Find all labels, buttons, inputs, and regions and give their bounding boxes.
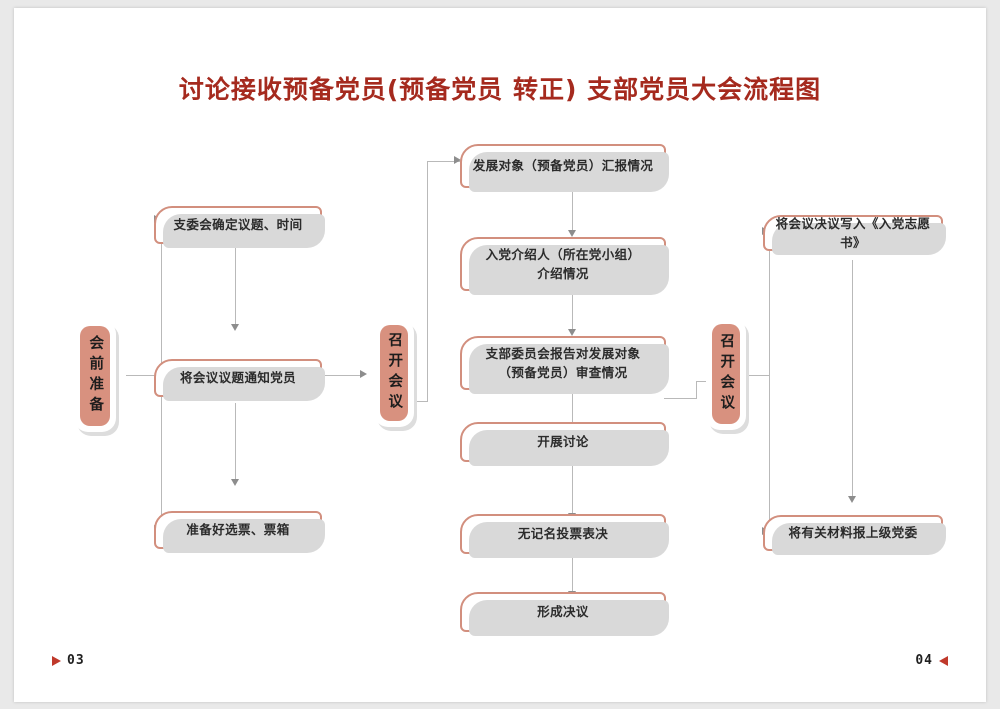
flowchart-canvas: 讨论接收预备党员(预备党员 转正) 支部党员大会流程图	[14, 8, 986, 702]
connector-pre-meeting-stem	[126, 375, 162, 377]
connector-meeting2-stem	[745, 375, 770, 377]
arrow-down-icon	[231, 324, 239, 331]
node-notify-members[interactable]: 将会议议题通知党员	[154, 359, 325, 401]
node-write-application-label: 将会议决议写入《入党志愿书》	[775, 215, 931, 250]
node-submit-materials[interactable]: 将有关材料报上级党委	[763, 515, 946, 555]
node-committee-review-line2: （预备党员）审查情况	[498, 365, 628, 380]
stage-pre-meeting-body: 会前准备	[80, 326, 110, 426]
triangle-right-icon	[52, 655, 61, 666]
node-committee-review-line1: 支部委员会报告对发展对象	[485, 345, 641, 361]
stage-hold-meeting-1[interactable]: 召开会议	[374, 319, 414, 427]
arrow-down-icon	[568, 329, 576, 336]
connector-discussion-to-ballot	[572, 463, 574, 515]
connector-committee-to-discussion	[572, 392, 574, 428]
node-discussion-label: 开展讨论	[537, 434, 589, 450]
node-committee-review[interactable]: 支部委员会报告对发展对象 （预备党员）审查情况	[460, 336, 669, 394]
page-title: 讨论接收预备党员(预备党员 转正) 支部党员大会流程图	[178, 75, 822, 104]
connector-center-to-meeting2-riser	[696, 381, 698, 399]
triangle-left-icon	[939, 655, 948, 666]
connector-meeting1-riser	[427, 161, 429, 402]
node-candidate-report-label: 发展对象（预备党员）汇报情况	[472, 158, 654, 174]
node-prepare-ballots-label: 准备好选票、票箱	[186, 522, 290, 538]
page-sheet: 讨论接收预备党员(预备党员 转正) 支部党员大会流程图	[14, 8, 986, 702]
node-resolution-label: 形成决议	[537, 604, 589, 620]
arrow-down-icon	[848, 496, 856, 503]
arrow-right-icon	[360, 370, 367, 378]
node-introducer-report-line1: 入党介绍人（所在党小组）	[485, 246, 641, 262]
connector-notify-to-ballots	[235, 403, 237, 481]
connector-center-to-meeting2-b	[696, 381, 714, 383]
connector-topic-to-notify	[235, 248, 237, 326]
connector-meeting1-to-candidate	[427, 161, 460, 163]
connector-notify-to-meeting	[321, 375, 361, 377]
stage-hold-meeting-1-label: 召开会议	[386, 332, 403, 414]
node-candidate-report[interactable]: 发展对象（预备党员）汇报情况	[460, 144, 669, 192]
node-discussion[interactable]: 开展讨论	[460, 422, 669, 466]
stage-pre-meeting[interactable]: 会前准备	[74, 320, 116, 432]
page-number-left-label: 03	[67, 653, 85, 668]
stage-hold-meeting-2[interactable]: 召开会议	[706, 318, 746, 430]
node-secret-ballot[interactable]: 无记名投票表决	[460, 514, 669, 558]
node-submit-materials-label: 将有关材料报上级党委	[788, 525, 918, 541]
arrow-down-icon	[568, 230, 576, 237]
page-number-right: 04	[915, 653, 948, 668]
connector-meeting2-bus	[769, 232, 771, 532]
connector-introducer-to-committee	[572, 293, 574, 331]
node-topic-time-label: 支委会确定议题、时间	[173, 217, 303, 233]
stage-hold-meeting-2-label: 召开会议	[718, 333, 735, 415]
node-notify-members-label: 将会议议题通知党员	[179, 370, 297, 386]
page-number-right-label: 04	[915, 653, 933, 668]
connector-ballot-to-resolution	[572, 555, 574, 593]
node-prepare-ballots[interactable]: 准备好选票、票箱	[154, 511, 325, 553]
connector-write-to-submit	[852, 260, 854, 498]
node-write-application[interactable]: 将会议决议写入《入党志愿书》	[763, 215, 946, 255]
arrow-down-icon	[231, 479, 239, 486]
node-introducer-report-line2: 介绍情况	[537, 266, 589, 281]
stage-hold-meeting-1-body: 召开会议	[380, 325, 408, 421]
stage-pre-meeting-label: 会前准备	[87, 335, 104, 417]
node-resolution[interactable]: 形成决议	[460, 592, 669, 636]
stage-hold-meeting-2-body: 召开会议	[712, 324, 740, 424]
connector-center-to-meeting2-a	[664, 398, 697, 400]
arrow-right-icon	[454, 156, 461, 164]
node-topic-time[interactable]: 支委会确定议题、时间	[154, 206, 325, 248]
node-secret-ballot-label: 无记名投票表决	[517, 526, 609, 542]
page-number-left: 03	[52, 653, 85, 668]
node-introducer-report[interactable]: 入党介绍人（所在党小组） 介绍情况	[460, 237, 669, 295]
connector-candidate-to-introducer	[572, 190, 574, 232]
